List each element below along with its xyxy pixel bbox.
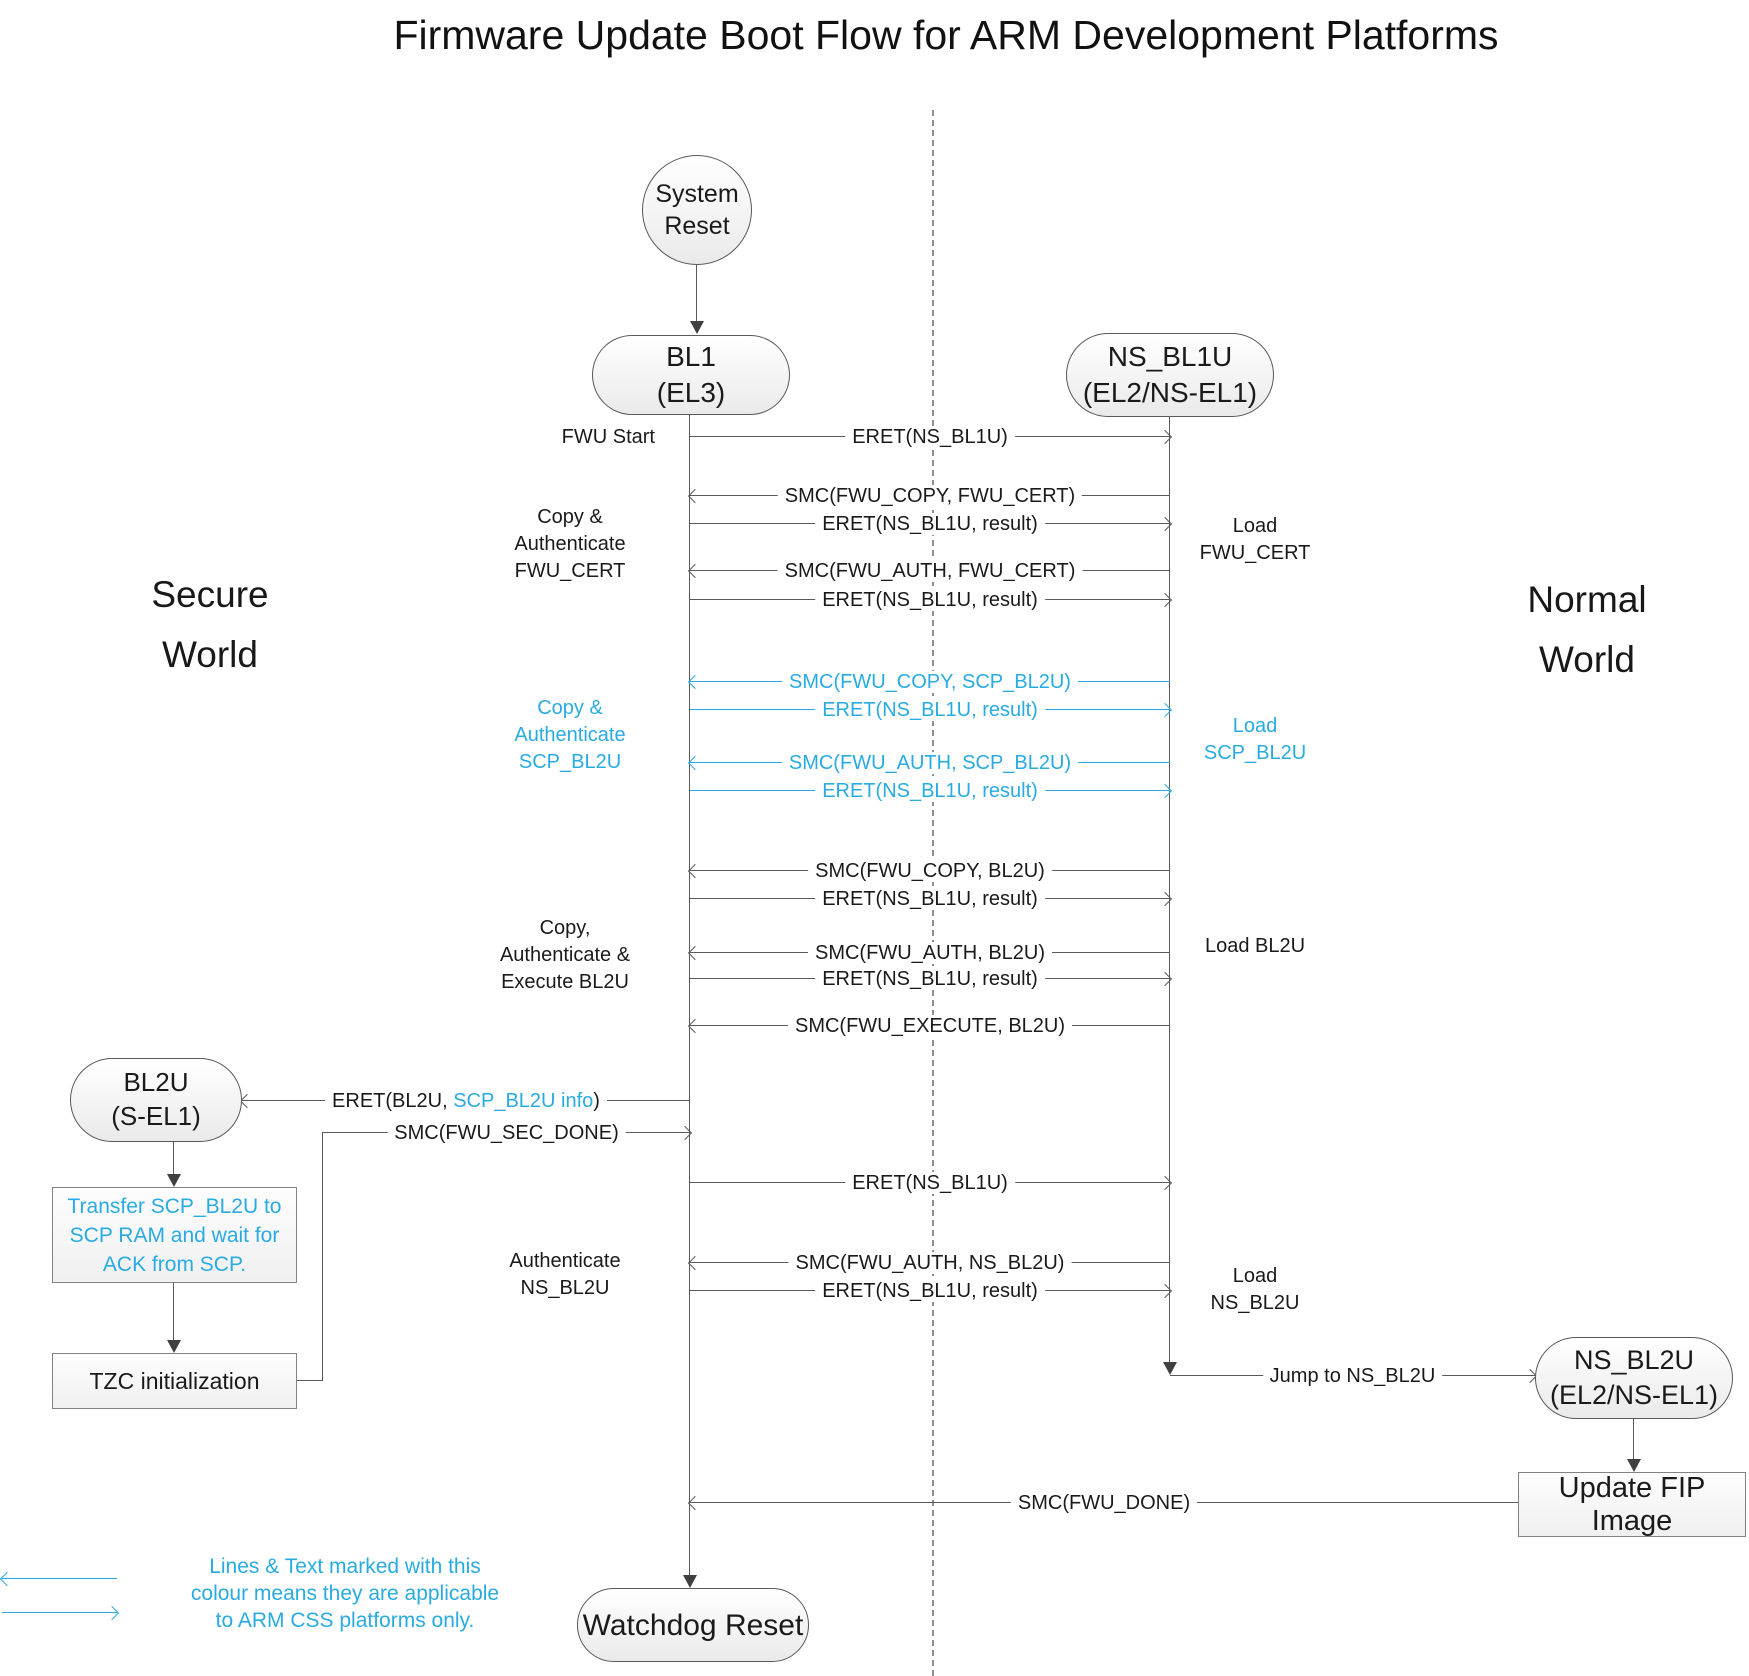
system-reset-arrowhead-icon (690, 321, 704, 334)
message-label: SMC(FWU_AUTH, NS_BL2U) (788, 1252, 1072, 1274)
legend-left-arrow-icon (2, 1578, 117, 1579)
bl2u-to-transfer-line (173, 1142, 174, 1174)
message-label: ERET(BL2U, SCP_BL2U info) (325, 1090, 607, 1112)
message-smc-fwu-sec-done: SMC(FWU_SEC_DONE) (323, 1122, 690, 1144)
message-label: SMC(FWU_COPY, SCP_BL2U) (782, 671, 1078, 693)
message-smc-fwu-copy-scp-bl2u: SMC(FWU_COPY, SCP_BL2U) (690, 671, 1170, 693)
message-eret-result: ERET(NS_BL1U, result) (690, 968, 1170, 990)
message-smc-fwu-done: SMC(FWU_DONE) (690, 1492, 1518, 1514)
message-label: SMC(FWU_COPY, FWU_CERT) (777, 485, 1083, 507)
message-eret-ns-bl1u: ERET(NS_BL1U) (690, 426, 1170, 448)
message-label: SMC(FWU_SEC_DONE) (387, 1122, 626, 1144)
legend-right-arrow-icon (2, 1612, 117, 1613)
message-label: ERET(NS_BL1U) (845, 426, 1015, 448)
page-title: Firmware Update Boot Flow for ARM Develo… (393, 12, 1499, 58)
scp-bl2u-info-highlight: SCP_BL2U info (453, 1090, 594, 1112)
message-label: SMC(FWU_COPY, BL2U) (808, 860, 1052, 882)
message-label: ERET(NS_BL1U, result) (815, 513, 1045, 535)
ns-bl2u-node: NS_BL2U (EL2/NS-EL1) (1535, 1337, 1733, 1419)
message-smc-fwu-execute-bl2u: SMC(FWU_EXECUTE, BL2U) (690, 1015, 1170, 1037)
annotation-auth-ns-bl2u: Authenticate NS_BL2U (509, 1250, 621, 1299)
annotation-copy-auth-fwu-cert: Copy & Authenticate FWU_CERT (514, 506, 626, 582)
sec-done-elbow-vertical (322, 1132, 323, 1381)
message-smc-fwu-auth-scp-bl2u: SMC(FWU_AUTH, SCP_BL2U) (690, 752, 1170, 774)
message-eret-bl2u: ERET(BL2U, SCP_BL2U info) (242, 1090, 690, 1112)
tzc-initialization-box: TZC initialization (52, 1353, 297, 1409)
bl2u-to-transfer-arrowhead-icon (167, 1174, 181, 1187)
bl1-lifeline-arrowhead-icon (683, 1575, 697, 1588)
message-smc-fwu-auth-ns-bl2u: SMC(FWU_AUTH, NS_BL2U) (690, 1252, 1170, 1274)
message-smc-fwu-auth-fwu-cert: SMC(FWU_AUTH, FWU_CERT) (690, 560, 1170, 582)
message-label: SMC(FWU_EXECUTE, BL2U) (787, 1015, 1073, 1037)
transfer-to-tzc-line (173, 1283, 174, 1340)
ns-bl1u-lifeline-arrowhead-icon (1163, 1362, 1177, 1375)
message-label: SMC(FWU_AUTH, BL2U) (807, 942, 1053, 964)
message-label: ERET(NS_BL1U, result) (815, 589, 1045, 611)
message-label: SMC(FWU_AUTH, SCP_BL2U) (781, 752, 1079, 774)
normal-world-label: Normal World (1527, 579, 1647, 680)
transfer-scp-bl2u-box: Transfer SCP_BL2U to SCP RAM and wait fo… (52, 1187, 297, 1283)
annotation-load-ns-bl2u: Load NS_BL2U (1210, 1265, 1300, 1314)
message-eret-ns-bl1u: ERET(NS_BL1U) (690, 1172, 1170, 1194)
message-smc-fwu-auth-bl2u: SMC(FWU_AUTH, BL2U) (690, 942, 1170, 964)
transfer-to-tzc-arrowhead-icon (167, 1340, 181, 1353)
bl2u-node: BL2U (S-EL1) (70, 1058, 242, 1142)
legend-text: Lines & Text marked with this colour mea… (190, 1555, 500, 1632)
annotation-load-scp-bl2u: Load SCP_BL2U (1203, 715, 1307, 764)
ns-bl1u-lifeline (1169, 417, 1170, 1362)
message-smc-fwu-copy-fwu-cert: SMC(FWU_COPY, FWU_CERT) (690, 485, 1170, 507)
message-smc-fwu-copy-bl2u: SMC(FWU_COPY, BL2U) (690, 860, 1170, 882)
annotation-copy-auth-scp-bl2u: Copy & Authenticate SCP_BL2U (514, 697, 626, 773)
annotation-copy-auth-exec-bl2u: Copy, Authenticate & Execute BL2U (499, 917, 631, 993)
watchdog-reset-node: Watchdog Reset (577, 1588, 809, 1662)
message-label: ERET(NS_BL1U, result) (815, 699, 1045, 721)
annotation-load-bl2u: Load BL2U (1204, 935, 1306, 957)
ns-bl1u-node: NS_BL1U (EL2/NS-EL1) (1066, 333, 1274, 417)
message-eret-result: ERET(NS_BL1U, result) (690, 1280, 1170, 1302)
bl1-lifeline (689, 415, 690, 1575)
message-eret-result: ERET(NS_BL1U, result) (690, 699, 1170, 721)
secure-world-label: Secure World (151, 574, 269, 675)
message-eret-result: ERET(NS_BL1U, result) (690, 780, 1170, 802)
bl1-node: BL1 (EL3) (592, 335, 790, 415)
message-label: SMC(FWU_AUTH, FWU_CERT) (777, 560, 1083, 582)
message-label: ERET(NS_BL1U, result) (815, 888, 1045, 910)
ns-bl2u-to-update-fip-arrowhead-icon (1627, 1459, 1641, 1472)
message-eret-result: ERET(NS_BL1U, result) (690, 513, 1170, 535)
message-label: ERET(NS_BL1U, result) (815, 780, 1045, 802)
message-label: Jump to NS_BL2U (1262, 1365, 1443, 1387)
message-label: SMC(FWU_DONE) (1010, 1492, 1198, 1514)
annotation-fwu-start: FWU Start (561, 426, 655, 448)
message-eret-result: ERET(NS_BL1U, result) (690, 589, 1170, 611)
message-eret-result: ERET(NS_BL1U, result) (690, 888, 1170, 910)
update-fip-image-box: Update FIP Image (1518, 1472, 1746, 1537)
system-reset-node: System Reset (642, 155, 752, 265)
system-reset-arrow-line (696, 265, 697, 321)
message-label: ERET(NS_BL1U) (845, 1172, 1015, 1194)
message-label: ERET(NS_BL1U, result) (815, 1280, 1045, 1302)
message-jump-to-ns-bl2u: Jump to NS_BL2U (1170, 1365, 1535, 1387)
annotation-load-fwu-cert: Load FWU_CERT (1199, 515, 1311, 564)
ns-bl2u-to-update-fip-line (1633, 1419, 1634, 1459)
message-label: ERET(NS_BL1U, result) (815, 968, 1045, 990)
sec-done-elbow-horizontal (297, 1380, 323, 1381)
